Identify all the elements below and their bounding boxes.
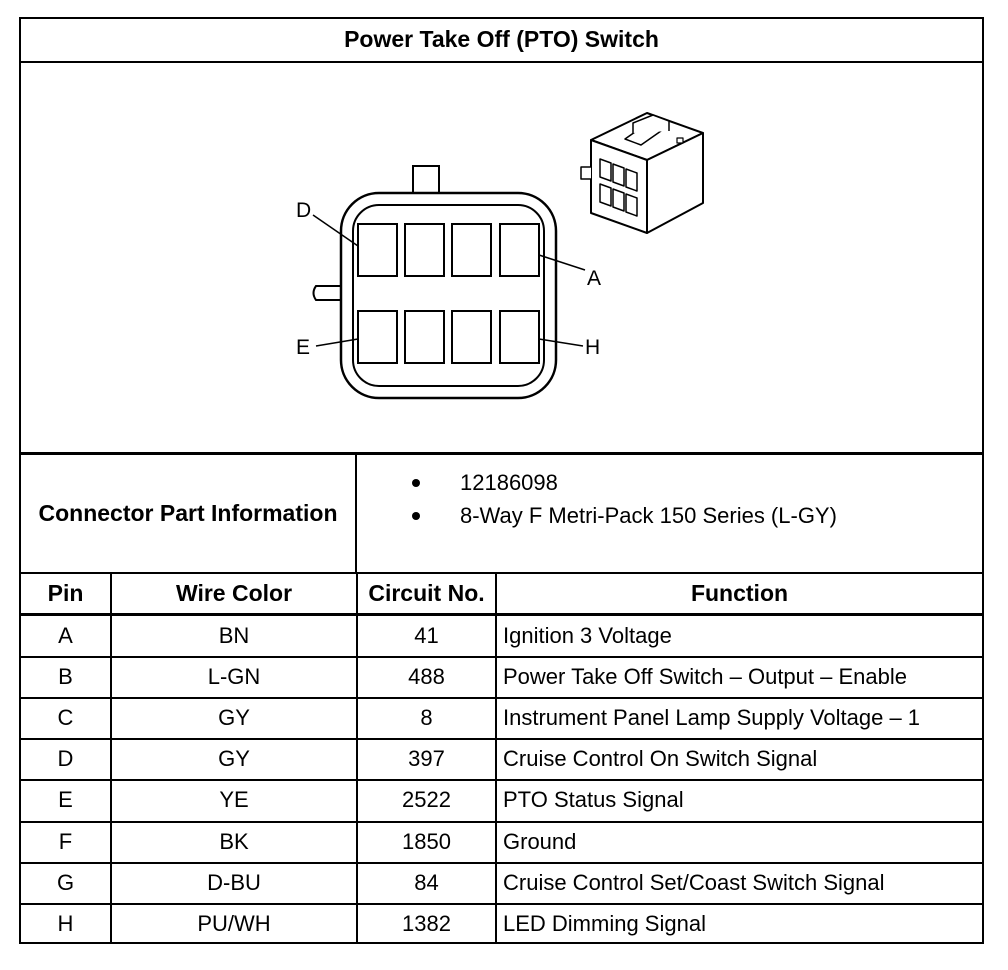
divider: [356, 572, 358, 944]
circuit-cell: 8: [420, 705, 433, 731]
pin-label-a: A: [587, 267, 601, 290]
circuit-cell: 84: [414, 869, 439, 895]
wire-color-cell: D-BU: [207, 869, 261, 895]
divider: [19, 61, 984, 63]
circuit-cell: 41: [414, 623, 439, 649]
row-divider: [19, 821, 984, 823]
list-item: 12186098: [412, 466, 837, 499]
connector-info-label: Connector Part Information: [38, 500, 338, 526]
column-header-circuit: Circuit No.: [368, 580, 485, 606]
pin-cell: D: [57, 746, 74, 772]
connector-info-list: 12186098 8-Way F Metri-Pack 150 Series (…: [412, 466, 837, 532]
wire-color-cell: BK: [219, 828, 249, 854]
pin-cell: E: [58, 787, 73, 813]
pin-cell: F: [58, 828, 73, 854]
wire-color-cell: L-GN: [207, 664, 261, 690]
pin-label-e: E: [296, 336, 310, 359]
wire-color-cell: PU/WH: [197, 910, 271, 936]
function-cell: PTO Status Signal: [503, 787, 684, 813]
circuit-cell: 488: [408, 664, 445, 690]
function-cell: Ground: [503, 828, 577, 854]
circuit-cell: 2522: [402, 787, 451, 813]
cavity-a: [499, 223, 540, 277]
cavity-h: [499, 310, 540, 364]
row-divider: [19, 738, 984, 740]
8-way-connector-icon: [580, 112, 704, 234]
pin-cell: G: [56, 869, 75, 895]
cavity-g: [451, 310, 492, 364]
function-cell: Power Take Off Switch – Output – Enable: [503, 664, 907, 690]
cavity-d: [357, 223, 398, 277]
list-item: 8-Way F Metri-Pack 150 Series (L-GY): [412, 499, 837, 532]
circuit-cell: 1382: [402, 910, 451, 936]
pin-cell: A: [58, 623, 73, 649]
wire-color-cell: GY: [218, 746, 250, 772]
cavity-b: [451, 223, 492, 277]
function-cell: Instrument Panel Lamp Supply Voltage – 1: [503, 705, 921, 731]
row-divider: [19, 697, 984, 699]
function-cell: LED Dimming Signal: [503, 910, 706, 936]
divider: [355, 455, 357, 572]
wire-color-cell: YE: [219, 787, 249, 813]
row-divider: [19, 903, 984, 905]
wire-color-cell: BN: [218, 623, 250, 649]
row-divider: [19, 656, 984, 658]
function-cell: Cruise Control Set/Coast Switch Signal: [503, 869, 885, 895]
connector-description: 8-Way F Metri-Pack 150 Series (L-GY): [460, 502, 837, 528]
function-cell: Ignition 3 Voltage: [503, 623, 672, 649]
cavity-f: [404, 310, 445, 364]
page-title: Power Take Off (PTO) Switch: [344, 26, 659, 52]
column-header-wire-color: Wire Color: [175, 580, 293, 606]
row-divider: [19, 779, 984, 781]
cavity-e: [357, 310, 398, 364]
bullet-icon: [412, 511, 420, 520]
divider: [19, 572, 984, 574]
pin-label-d: D: [296, 199, 311, 222]
wire-color-cell: GY: [218, 705, 250, 731]
bullet-icon: [412, 478, 420, 487]
part-number: 12186098: [460, 469, 558, 495]
function-cell: Cruise Control On Switch Signal: [503, 746, 818, 772]
cavity-c: [404, 223, 445, 277]
pin-cell: H: [57, 910, 74, 936]
table-frame: [19, 17, 984, 944]
column-header-pin: Pin: [47, 580, 84, 606]
pin-cell: B: [58, 664, 73, 690]
circuit-cell: 397: [408, 746, 445, 772]
column-header-function: Function: [690, 580, 789, 606]
circuit-cell: 1850: [402, 828, 451, 854]
row-divider: [19, 862, 984, 864]
divider: [110, 572, 112, 944]
divider: [19, 613, 984, 616]
divider: [19, 452, 984, 455]
connector-diagram: D A E H: [21, 63, 982, 453]
divider: [495, 572, 497, 944]
pin-label-h: H: [585, 336, 600, 359]
pin-cell: C: [57, 705, 74, 731]
